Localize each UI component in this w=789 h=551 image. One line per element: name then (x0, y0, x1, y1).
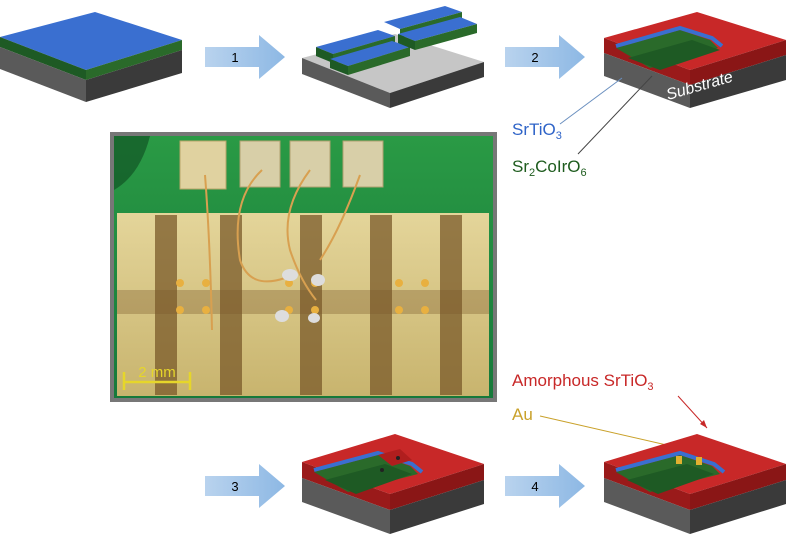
arrow-step-4: 4 (505, 464, 585, 508)
callout-sr2coiro6-line (577, 75, 653, 155)
amorphous-srtio3-label: Amorphous SrTiO3 (512, 371, 654, 393)
callout-au-arrow (539, 415, 685, 450)
device-photo: 2 mm (110, 132, 497, 402)
arrow-step-2: 2 (505, 35, 585, 79)
step-number-2: 2 (531, 50, 538, 65)
callout-srtio3-line (559, 77, 623, 125)
step-number-4: 4 (531, 479, 538, 494)
block-final (604, 434, 786, 534)
block-etched (302, 434, 484, 534)
arrow-step-1: 1 (205, 35, 285, 79)
arrow-step-3: 3 (205, 464, 285, 508)
sr2coiro6-label: Sr2CoIrO6 (512, 157, 587, 179)
au-label: Au (512, 405, 533, 424)
step-number-3: 3 (231, 479, 238, 494)
step-number-1: 1 (231, 50, 238, 65)
srtio3-label: SrTiO3 (512, 120, 562, 142)
scale-bar-label: 2 mm (138, 364, 176, 381)
block-patterned (302, 6, 484, 108)
block-capped: Substrate (604, 12, 786, 108)
block-initial-stack (0, 12, 182, 102)
